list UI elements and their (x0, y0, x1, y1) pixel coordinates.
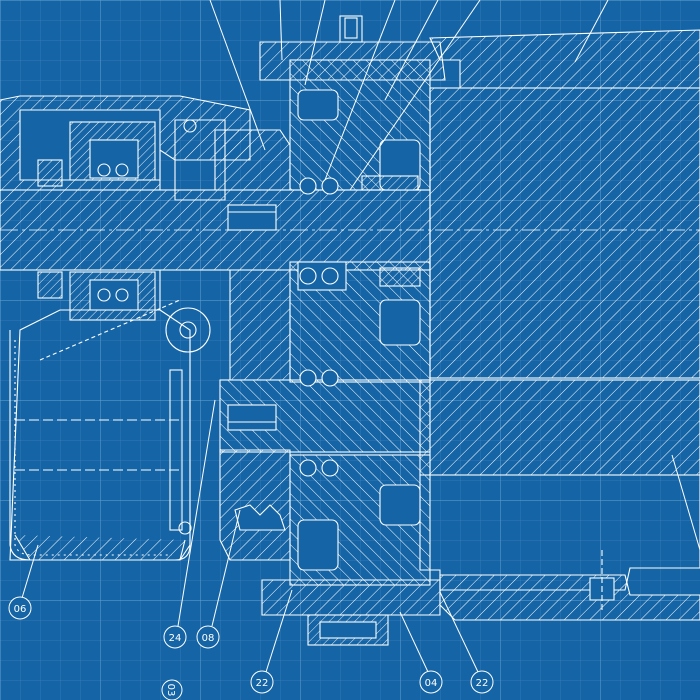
housing-bottom-flange (439, 574, 700, 621)
callouts: 06 24 08 22 04 22 03 (8, 596, 494, 700)
gear-block-lower (219, 449, 291, 561)
callout-22-right: 22 (470, 670, 494, 694)
svg-text:08: 08 (202, 633, 215, 644)
callout-22-left: 22 (250, 670, 274, 694)
callout-04: 04 (419, 670, 443, 694)
callout-06: 06 (8, 596, 32, 620)
left-bearing-bottom (69, 271, 156, 321)
gear-block-upper (214, 129, 291, 191)
svg-text:24: 24 (169, 633, 182, 644)
assembly (0, 15, 700, 646)
drive-rod (169, 369, 183, 531)
right-housing-lower (419, 379, 700, 476)
svg-text:22: 22 (476, 678, 489, 689)
svg-text:22: 22 (256, 678, 269, 689)
svg-text:06: 06 (14, 604, 27, 615)
callout-24: 24 (163, 625, 187, 649)
callout-03: 03 (161, 679, 183, 700)
gear-block-mid (229, 269, 291, 381)
leader-lines (21, 0, 700, 673)
bottom-flange (261, 579, 441, 616)
pinion-gear (165, 307, 211, 353)
top-flange (259, 41, 446, 81)
callout-08: 08 (196, 625, 220, 649)
svg-text:03: 03 (165, 684, 176, 697)
right-housing-body (429, 87, 700, 379)
housing-top-flange (429, 29, 700, 89)
svg-text:04: 04 (425, 678, 438, 689)
